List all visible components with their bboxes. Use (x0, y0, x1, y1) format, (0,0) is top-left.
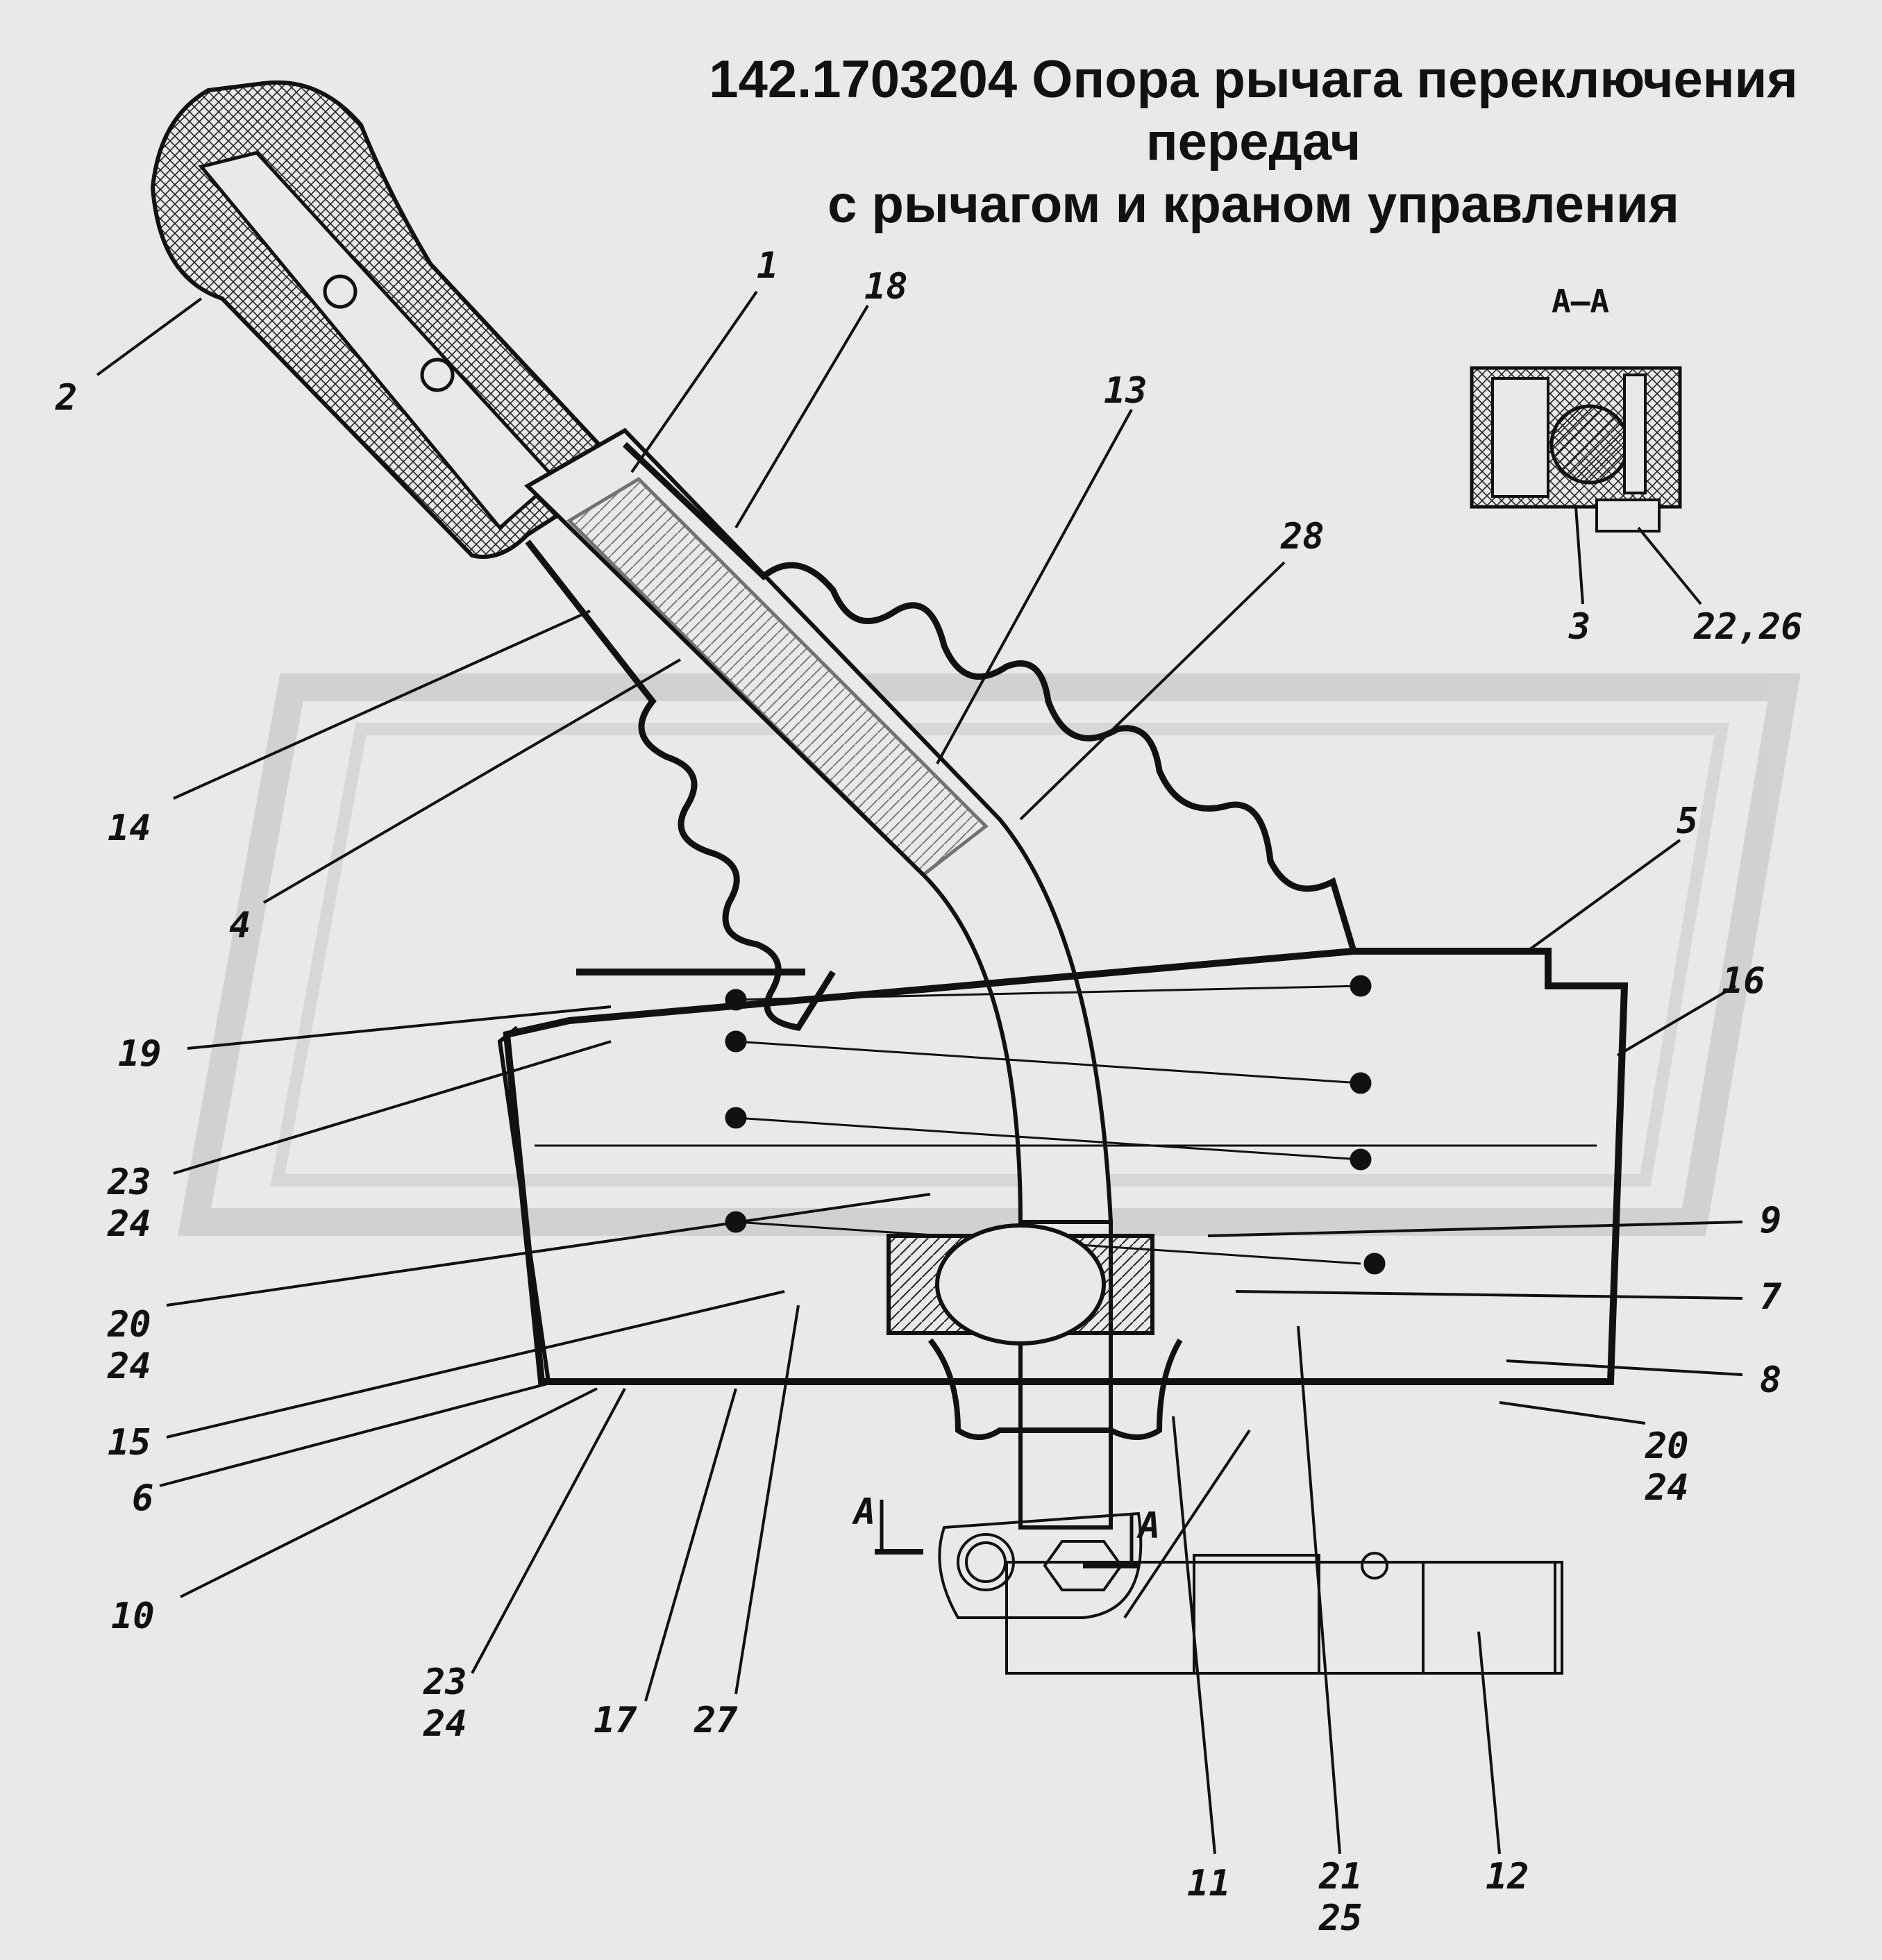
callout-10: 10 (111, 1595, 155, 1637)
section-label-a-a: А–А (1552, 283, 1609, 320)
callout-21-b: 25 (1318, 1898, 1363, 1939)
callout-28: 28 (1280, 516, 1325, 558)
callout-19: 19 (118, 1033, 162, 1075)
housing (497, 948, 1629, 1385)
callout-18: 18 (864, 266, 908, 308)
callout-20-b: 24 (107, 1346, 151, 1387)
callout-23-b: 24 (107, 1203, 151, 1245)
callout-2: 2 (55, 377, 77, 419)
callout-11: 11 (1187, 1863, 1231, 1904)
title-line-2: с рычагом и краном управления (827, 175, 1679, 234)
rubber-boot (525, 442, 1357, 1031)
callout-17: 17 (594, 1700, 637, 1741)
cut-label-left: А (852, 1491, 875, 1533)
lever-knob (150, 80, 628, 559)
callout-7: 7 (1760, 1276, 1782, 1318)
callout-20-c: 20 (1645, 1425, 1689, 1467)
callout-21-a: 21 (1318, 1856, 1363, 1898)
callout-4: 4 (229, 905, 251, 946)
callout-27: 27 (694, 1700, 738, 1741)
drawing-title: 142.1703204 Опора рычага переключения пе… (0, 49, 1882, 236)
callout-5: 5 (1677, 801, 1698, 842)
callout-16: 16 (1722, 960, 1765, 1002)
section-cut-markers (875, 1500, 1139, 1568)
callout-13: 13 (1104, 370, 1148, 412)
control-valve (938, 1511, 1563, 1675)
callout-15: 15 (108, 1422, 151, 1464)
section-detail-a-a (1470, 366, 1682, 533)
callout-12: 12 (1486, 1856, 1529, 1898)
callout-9: 9 (1760, 1200, 1781, 1241)
leader-lines (96, 290, 1743, 1854)
title-line-1: 142.1703204 Опора рычага переключения пе… (709, 50, 1798, 171)
callout-1: 1 (757, 245, 778, 287)
ball-joint (887, 1223, 1183, 1440)
cut-label-right: А (1136, 1505, 1160, 1547)
callout-23-a: 23 (107, 1162, 151, 1203)
callout-23-d: 24 (423, 1703, 467, 1745)
callout-20-d: 24 (1645, 1467, 1689, 1509)
callout-6: 6 (132, 1477, 153, 1519)
callout-23-c: 23 (423, 1661, 467, 1703)
callout-20-a: 20 (107, 1304, 151, 1346)
callout-8: 8 (1760, 1359, 1781, 1401)
callout-22-26: 22,26 (1693, 606, 1803, 648)
callout-3: 3 (1568, 606, 1590, 648)
callout-14: 14 (108, 807, 151, 849)
